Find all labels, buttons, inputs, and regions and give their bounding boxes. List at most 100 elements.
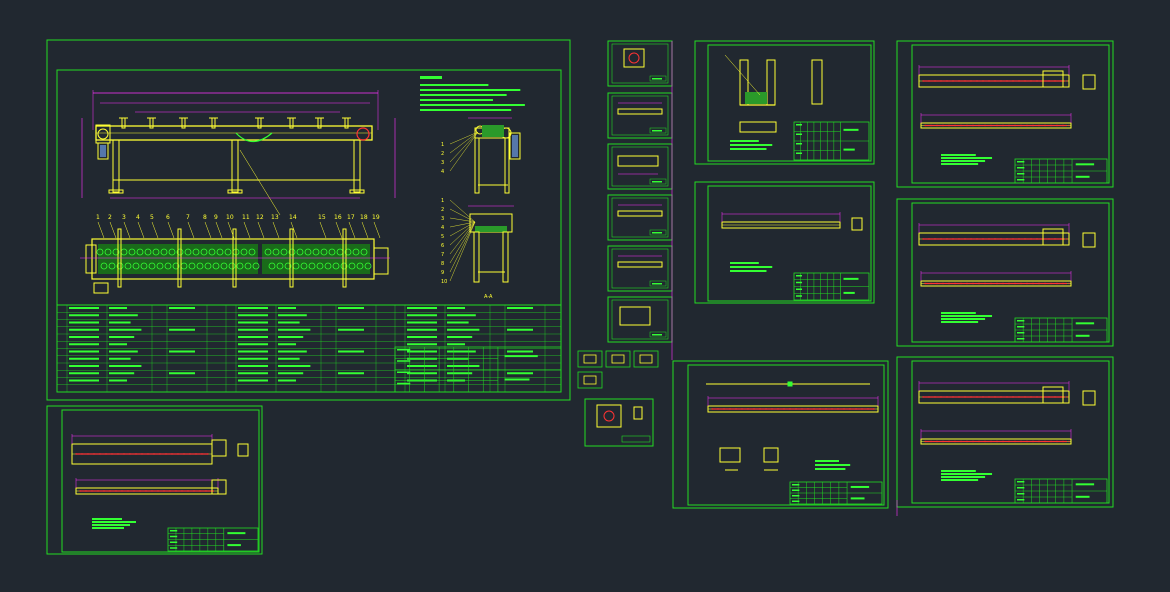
title-block-text	[504, 378, 530, 381]
title-block-text	[1017, 326, 1025, 328]
bom-text	[69, 321, 99, 324]
sprocket-left	[97, 128, 109, 140]
roller-hatch	[308, 262, 316, 270]
motor-fill	[100, 145, 106, 157]
bom-text	[238, 307, 268, 309]
bom-text	[278, 365, 311, 367]
roller-hatch	[140, 262, 148, 270]
bolt-hole	[1014, 440, 1016, 443]
roller-hatch	[356, 262, 364, 270]
bolt-hole	[970, 238, 972, 240]
detail-hole	[628, 52, 640, 64]
bolt-hole	[747, 408, 749, 410]
bolt-hole	[984, 282, 986, 285]
roller-hatch	[216, 248, 224, 256]
roller-hatch	[340, 262, 348, 270]
note-line	[420, 109, 512, 111]
bolt-hole	[177, 453, 179, 455]
part-number-label: 8	[203, 214, 207, 221]
bolt-hole	[988, 80, 990, 82]
roller-hatch	[288, 248, 296, 256]
bolt-hole	[151, 490, 153, 492]
side-callout: 2	[441, 207, 444, 213]
roller-hatch	[268, 262, 276, 270]
roller-hatch	[324, 262, 332, 270]
rs-note	[941, 318, 986, 320]
bom-text	[109, 372, 135, 375]
side-callout: 4	[441, 225, 444, 231]
bolt-hole	[994, 396, 996, 398]
bolt-hole	[1048, 238, 1050, 240]
bom-text	[447, 321, 469, 324]
bolt-hole	[117, 453, 119, 455]
roller-hatch	[344, 248, 352, 256]
roller-hatch	[352, 248, 360, 256]
bom-text	[238, 365, 268, 367]
bom-text	[109, 307, 127, 309]
bolt-hole	[819, 408, 821, 410]
bolt-hole	[924, 124, 926, 127]
clip-frame	[633, 350, 659, 368]
m1-bottom-part	[739, 121, 777, 133]
roller-hatch	[160, 248, 168, 256]
bom-text	[447, 365, 480, 367]
part-leader	[361, 221, 369, 239]
bolt-hole	[960, 440, 962, 443]
roller-hatch	[252, 262, 260, 270]
clip-detail-1	[577, 350, 603, 368]
bolt-hole	[1026, 282, 1028, 285]
bom-text	[69, 350, 99, 353]
bom-text	[278, 314, 307, 317]
roller-hatch	[112, 248, 120, 256]
rs-inner	[911, 44, 1110, 184]
bolt-hole	[207, 453, 209, 455]
title-block-text	[397, 371, 411, 373]
bolt-hole	[1030, 396, 1032, 398]
part-number-label: 1	[96, 214, 100, 221]
bolt-hole	[111, 453, 113, 455]
roller-hatch	[208, 248, 216, 256]
bolt-hole	[946, 396, 948, 398]
bom-text	[238, 379, 268, 382]
bolt-hole	[1044, 440, 1046, 443]
part-number-label: 4	[136, 214, 140, 221]
bolt-hole	[171, 453, 173, 455]
m1-hatch	[745, 92, 767, 104]
title-block-text	[796, 275, 802, 277]
m1-title-block	[793, 121, 870, 161]
bom-text	[109, 357, 131, 360]
title-block-text	[397, 349, 411, 351]
bolt-hole	[958, 238, 960, 240]
bolt-hole	[201, 453, 203, 455]
bolt-hole	[1012, 80, 1014, 82]
bolt-hole	[1018, 396, 1020, 398]
bolt-hole	[795, 408, 797, 410]
roller-hatch	[264, 248, 272, 256]
ll-inner-frame	[61, 409, 260, 553]
title-block-text	[843, 277, 859, 280]
bolt-hole	[936, 440, 938, 443]
bolt-hole	[1006, 80, 1008, 82]
m3-note	[815, 464, 851, 466]
m3-section-b	[763, 447, 779, 463]
bom-text	[69, 307, 99, 309]
bolt-hole	[193, 490, 195, 492]
m2-note	[730, 262, 759, 264]
bom-text	[278, 372, 304, 375]
roller-hatch	[204, 262, 212, 270]
side-callout: 1	[441, 142, 444, 148]
callout-leader	[449, 131, 479, 172]
detail-title	[649, 280, 667, 287]
bolt-hole	[1036, 80, 1038, 82]
bolt-hole	[717, 408, 719, 410]
part-number-label: 13	[271, 214, 279, 221]
m3-marker	[787, 381, 793, 387]
bolt-hole	[1068, 124, 1070, 127]
title-block-text	[397, 360, 411, 362]
support-leg	[353, 139, 361, 193]
callout-leader	[449, 221, 476, 246]
bolt-hole	[189, 453, 191, 455]
bolt-hole	[936, 282, 938, 285]
